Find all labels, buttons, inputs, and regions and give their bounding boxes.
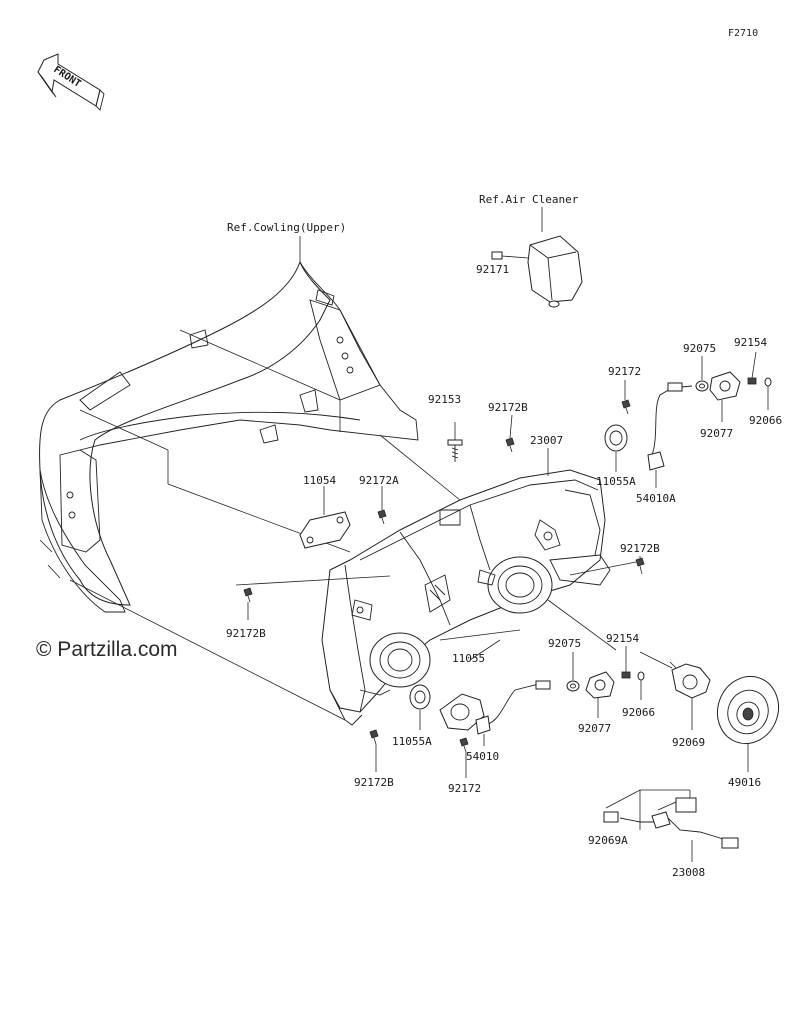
part-11054: 11054 <box>303 474 336 487</box>
part-92172-bot: 92172 <box>448 782 481 795</box>
headlight-assembly-23007 <box>321 469 611 726</box>
part-92075-top: 92075 <box>683 342 716 355</box>
part-92172B-a: 92172B <box>488 401 528 414</box>
harness-23008 <box>603 797 739 849</box>
part-92172-top: 92172 <box>608 365 641 378</box>
screw-92172B-a <box>505 437 515 453</box>
bracket-11054 <box>299 511 351 549</box>
part-11055A-bot: 11055A <box>392 735 432 748</box>
upper-cowling-ref <box>39 260 419 613</box>
washer-92075-bot <box>566 680 580 692</box>
part-23007: 23007 <box>530 434 563 447</box>
screw-92172B-b <box>635 557 645 575</box>
washer-92075-top <box>695 380 709 392</box>
part-54010A: 54010A <box>636 492 676 505</box>
screw-92172B-c <box>243 587 253 603</box>
part-11055A-top: 11055A <box>596 475 636 488</box>
socket-11055A-bot <box>409 684 431 710</box>
part-54010: 54010 <box>466 750 499 763</box>
part-92154-top: 92154 <box>734 336 767 349</box>
part-92069A: 92069A <box>588 834 628 847</box>
part-92066-bot: 92066 <box>622 706 655 719</box>
part-92172B-c: 92172B <box>226 627 266 640</box>
screw-92172-bot <box>459 737 469 753</box>
bulb-92154-top <box>747 377 757 385</box>
part-92172B-b: 92172B <box>620 542 660 555</box>
harness-54010 <box>475 680 551 735</box>
part-92066-top: 92066 <box>749 414 782 427</box>
screw-92172B-d <box>369 729 379 745</box>
bolt-92153 <box>447 422 463 462</box>
bulb-92069 <box>669 661 711 699</box>
screw-92172A <box>377 509 387 525</box>
part-92154-bot: 92154 <box>606 632 639 645</box>
air-cleaner-ref <box>527 235 583 308</box>
part-23008: 23008 <box>672 866 705 879</box>
bulb-92066-bot <box>637 671 645 681</box>
harness-54010A <box>647 382 693 471</box>
watermark: © Partzilla.com <box>36 638 178 661</box>
part-92077-bot: 92077 <box>578 722 611 735</box>
front-arrow-icon <box>37 53 105 111</box>
socket-92077-bot <box>585 671 615 699</box>
part-92172B-d: 92172B <box>354 776 394 789</box>
cover-11055 <box>439 693 485 731</box>
clip-92171 <box>491 251 529 260</box>
screw-92172-top <box>621 399 631 415</box>
part-92075-bot: 92075 <box>548 637 581 650</box>
socket-11055A-top <box>604 424 628 452</box>
socket-92077-top <box>709 371 741 401</box>
part-92077-top: 92077 <box>700 427 733 440</box>
ref-cowling-upper-label: Ref.Cowling(Upper) <box>227 221 346 234</box>
part-49016: 49016 <box>728 776 761 789</box>
bulb-92066-top <box>764 377 772 387</box>
ref-air-cleaner-label: Ref.Air Cleaner <box>479 193 579 206</box>
bulb-92154-bot <box>621 671 631 679</box>
cap-49016 <box>717 675 779 745</box>
figure-code: F2710 <box>728 28 758 39</box>
part-11055: 11055 <box>452 652 485 665</box>
part-92171: 92171 <box>476 263 509 276</box>
part-92069: 92069 <box>672 736 705 749</box>
part-92172A: 92172A <box>359 474 399 487</box>
part-92153: 92153 <box>428 393 461 406</box>
